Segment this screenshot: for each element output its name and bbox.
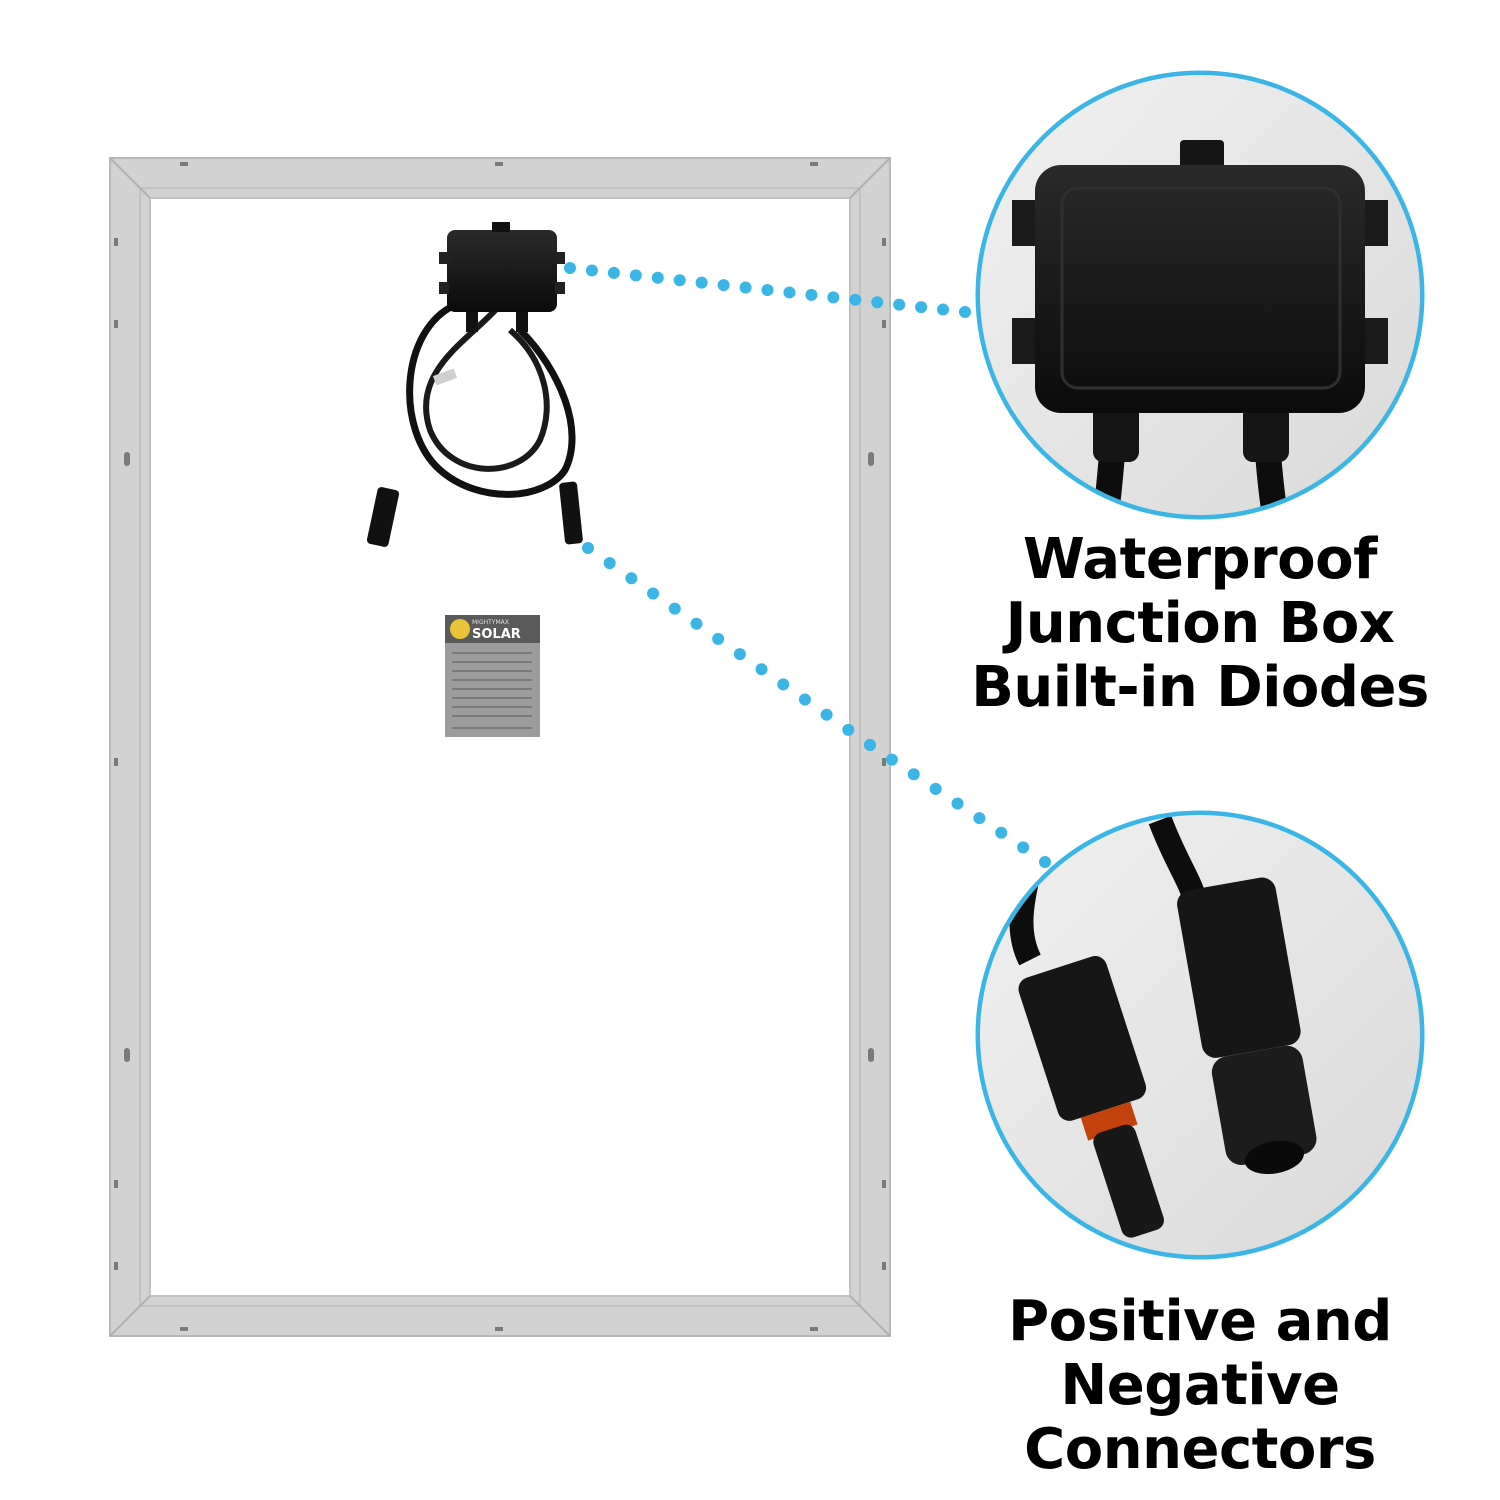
connectors-caption-line-1: Positive and [1008,1289,1392,1354]
callout-dot [739,281,752,294]
callout-dot [1017,841,1030,854]
panel-junction-box-icon [366,222,583,547]
callout-dot [651,271,664,284]
junction-caption-line-2: Junction Box [1005,591,1395,656]
callout-dot [647,587,660,600]
connectors-caption: Positive and Negative Connectors [940,1290,1460,1482]
callout-dot [755,663,768,676]
callout-dot [695,276,708,289]
callout-dot [871,296,884,309]
junction-caption-line-3: Built-in Diodes [971,655,1429,720]
solar-panel-frame [109,157,891,1337]
callout-dot [717,279,730,292]
callout-dot [929,782,942,795]
callout-dot [973,812,986,825]
callout-dot [951,797,964,810]
connectors-magnified [975,810,1425,1260]
callout-dot [842,723,855,736]
callout-dot [607,266,620,279]
callout-dot [629,269,642,282]
callout-dot [582,542,594,554]
callout-dot [995,826,1008,839]
callout-dot [907,768,920,781]
callout-dot [849,293,862,306]
connectors-caption-line-2: Negative [1060,1353,1340,1418]
junction-box-magnified [975,70,1425,520]
callout-dots-connectors [582,542,1051,868]
callout-dot [1039,856,1051,868]
connectors-caption-line-3: Connectors [1024,1417,1376,1482]
callout-dot [885,753,898,766]
callout-dot [805,288,818,301]
callout-dot [733,648,746,661]
product-label: MIGHTYMAX SOLAR [445,615,540,737]
callout-dot [915,301,928,314]
callout-dot [712,632,725,645]
callout-dots-junction [564,262,971,318]
callout-dot [668,602,681,615]
callout-dot [864,739,876,751]
callout-dot [937,303,950,316]
junction-box-caption: Waterproof Junction Box Built-in Diodes [940,528,1460,720]
label-brand-small: MIGHTYMAX [472,619,509,626]
callout-dot [564,262,576,274]
callout-dot [603,557,616,570]
callout-dot [959,306,971,318]
callout-dot [827,291,840,304]
callout-dot [783,286,796,299]
callout-dot [585,264,598,277]
callout-dot [798,693,811,706]
label-brand-large: SOLAR [472,627,521,642]
callout-dot [625,572,638,585]
callout-dot [761,284,774,296]
callout-dot [690,617,703,630]
callout-dot [820,708,833,721]
callout-dot [673,274,686,287]
callout-dot [777,678,790,691]
callout-dot [893,298,906,311]
junction-caption-line-1: Waterproof [1023,527,1377,592]
